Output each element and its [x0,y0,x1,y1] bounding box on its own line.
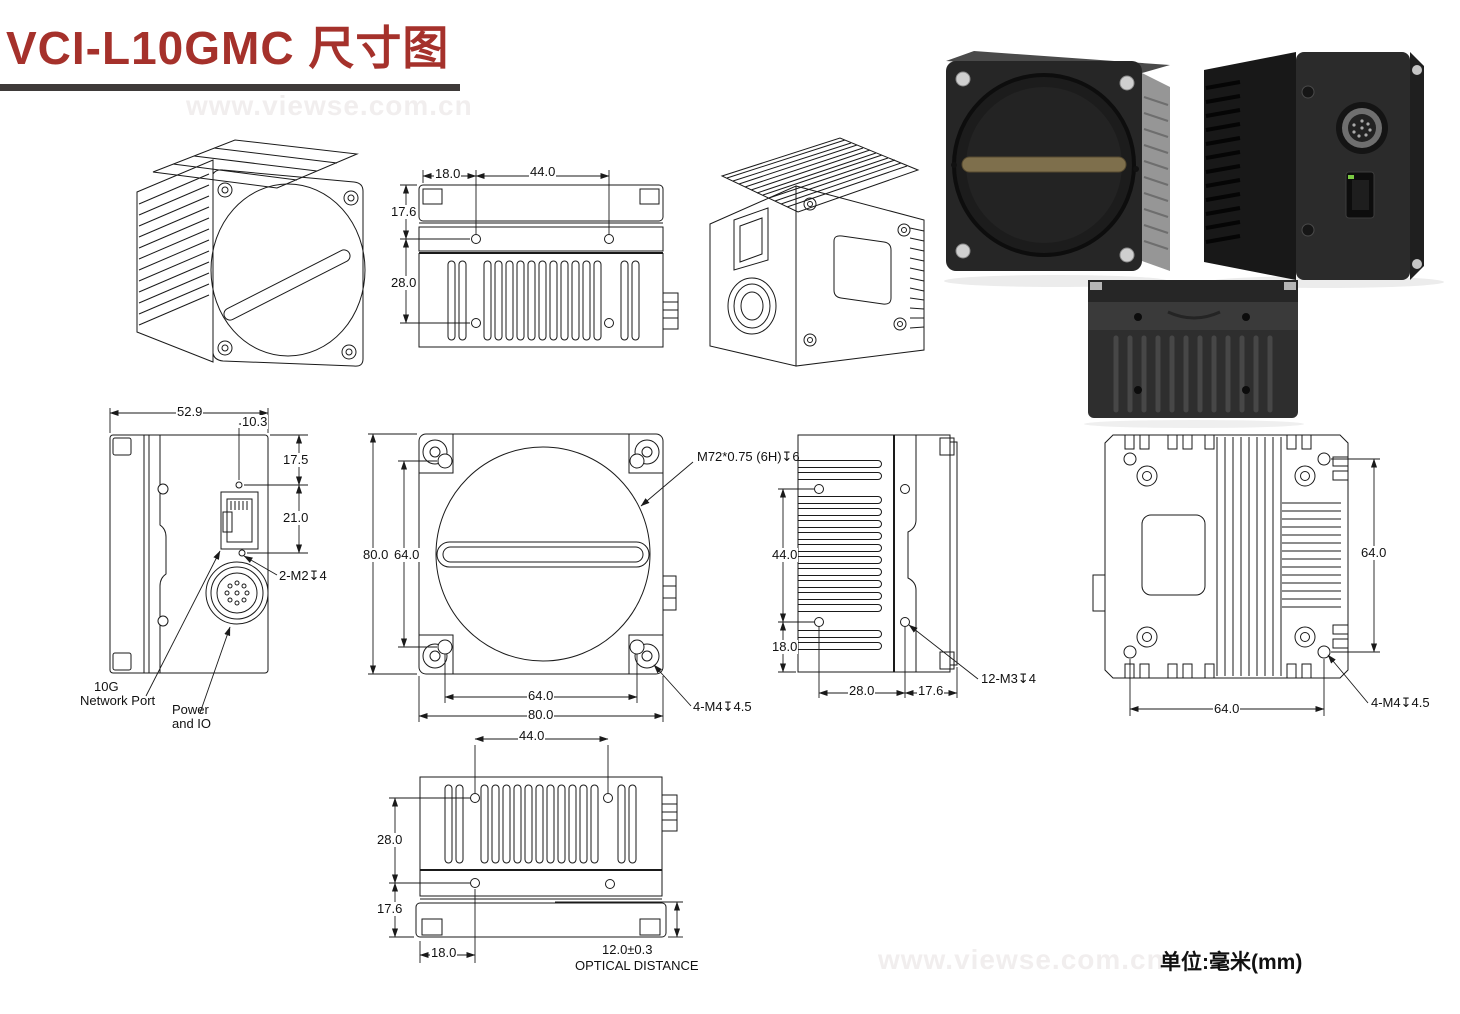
watermark-top: www.viewse.com.cn [186,90,473,121]
power-io-callout-line2: and IO [172,716,212,731]
dim-label: 17.5 [282,452,310,467]
iso-back-line-art [709,137,925,367]
back-photo-render [1204,52,1444,288]
dim-label: 28.0 [848,683,876,698]
iso-back-line-drawing [692,128,942,378]
optical-distance-label: OPTICAL DISTANCE [575,958,699,973]
mount-screw-callout: 4-M4↧4.5 [693,699,752,714]
heatsink-screw-callout: 12-M3↧4 [981,671,1036,686]
dim-label: 28.0 [390,275,418,290]
dim-label: 18.0 [434,166,462,181]
optical-distance-value: 12.0±0.3 [602,942,653,957]
dim-label: 17.6 [376,901,404,916]
bottom-profile-view: 44.0 28.0 17.6 18.0 12.0±0.3 OPTICAL DIS… [375,715,715,1014]
dim-label: 28.0 [376,832,404,847]
front-view-line-art [368,433,694,722]
dim-label: 64.0 [393,547,421,562]
back-screw-callout: 4-M4↧4.5 [1371,695,1430,710]
iso-front-line-art [136,139,366,367]
dim-label: 18.0 [430,945,458,960]
dim-label: 44.0 [529,164,557,179]
top-profile-view: 18.0 44.0 17.6 28.0 [390,150,690,380]
dim-label: 17.6 [917,683,945,698]
dim-label: 64.0 [1213,701,1241,716]
unit-label: 单位:毫米(mm) [1160,951,1303,974]
dim-label: 10.3 [241,414,269,429]
product-photo-front [938,45,1188,290]
back-view: 64.0 64.0 4-M4↧4.5 [1090,425,1460,735]
dim-label: 80.0 [362,547,390,562]
dim-label: 18.0 [771,639,799,654]
network-port-callout-line1: 10G [94,679,119,694]
product-photo-bottom [1076,272,1316,430]
heatsink-side-view: 44.0 18.0 28.0 17.6 12-M3↧4 [770,420,1080,720]
bottom-photo-render [1084,280,1304,428]
thread-callout: 2-M2↧4 [279,568,327,583]
dim-label: 44.0 [518,728,546,743]
back-view-line-art [1092,434,1380,716]
title-underline-bar [0,84,460,91]
dim-label: 80.0 [527,707,555,722]
front-photo-render [944,51,1170,287]
connector-side-line-art [109,408,308,714]
front-view: 80.0 64.0 64.0 80.0 M72*0.75 (6H)↧6 4-M4… [360,420,840,730]
bottom-profile-line-art [389,735,683,963]
network-port-callout-line2: Network Port [80,693,156,708]
top-profile-line-art [400,170,679,348]
iso-front-line-drawing [125,130,380,380]
dim-label: 17.6 [390,204,418,219]
dim-label: 64.0 [527,688,555,703]
lens-mount-callout: M72*0.75 (6H)↧6 [697,449,800,464]
connector-side-view: 52.9 10.3 17.5 21.0 2-M2↧4 10G Network P… [80,400,350,740]
page-title: VCI-L10GMC 尺寸图 [6,22,450,74]
dim-label: 52.9 [176,404,204,419]
dim-label: 64.0 [1360,545,1388,560]
product-photo-back [1196,40,1460,292]
dim-label: 21.0 [282,510,310,525]
dim-label: 44.0 [771,547,799,562]
power-io-callout-line1: Power [172,702,209,717]
watermark-bottom: www.viewse.com.cn [878,944,1165,975]
